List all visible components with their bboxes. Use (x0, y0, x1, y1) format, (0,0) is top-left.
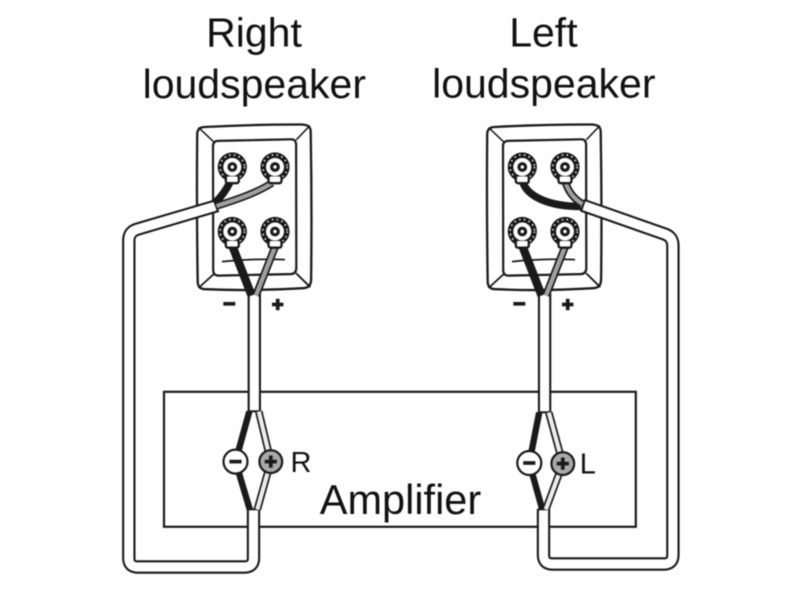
svg-text:Left: Left (509, 10, 578, 56)
svg-text:Amplifier: Amplifier (320, 476, 482, 523)
svg-text:Right: Right (206, 10, 302, 56)
svg-text:R: R (291, 447, 312, 479)
svg-text:loudspeaker: loudspeaker (143, 61, 366, 107)
svg-text:L: L (580, 449, 596, 481)
svg-text:loudspeaker: loudspeaker (432, 61, 655, 107)
